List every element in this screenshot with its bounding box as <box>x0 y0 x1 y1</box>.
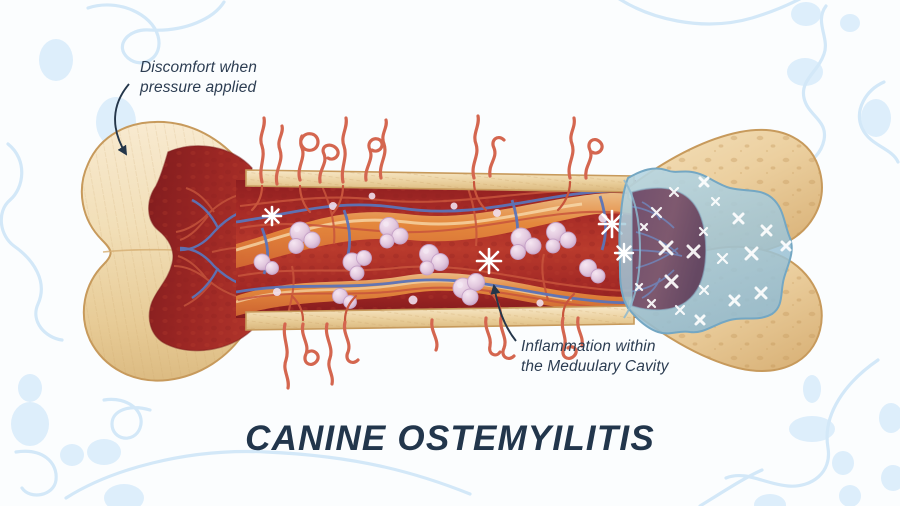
arrow-to-discomfort <box>114 83 130 156</box>
arrow-to-inflammation <box>490 284 517 342</box>
diaphysis-shaft <box>236 169 636 331</box>
pain-starburst-group <box>261 205 627 275</box>
inflamed-band-lower <box>236 273 636 316</box>
left-epiphysis <box>80 120 269 382</box>
left-marrow-veins <box>179 198 252 299</box>
pain-starburst-sleeve <box>613 242 635 264</box>
sleeve-x-markers <box>634 176 792 326</box>
label-discomfort-when-pressure-applied: Discomfort when pressure applied <box>140 59 257 96</box>
scattered-cells <box>273 192 608 307</box>
page-title: CANINE OSTEMYILITIS <box>245 419 655 458</box>
shaft-cortical-walls <box>245 169 635 331</box>
inflamed-band-highlight-upper <box>236 202 583 252</box>
left-marrow-region <box>148 145 252 351</box>
sleeve-rim <box>623 179 642 319</box>
swollen-soft-tissue-sleeve <box>613 167 793 335</box>
escaping-vessels <box>259 114 604 390</box>
label-inflammation-medullary-cavity: Inflammation within the Meduulary Cavity <box>521 338 669 375</box>
background-blob-group <box>11 2 900 506</box>
inflammatory-cell-clusters <box>253 192 608 309</box>
shaft-contents <box>236 180 636 318</box>
